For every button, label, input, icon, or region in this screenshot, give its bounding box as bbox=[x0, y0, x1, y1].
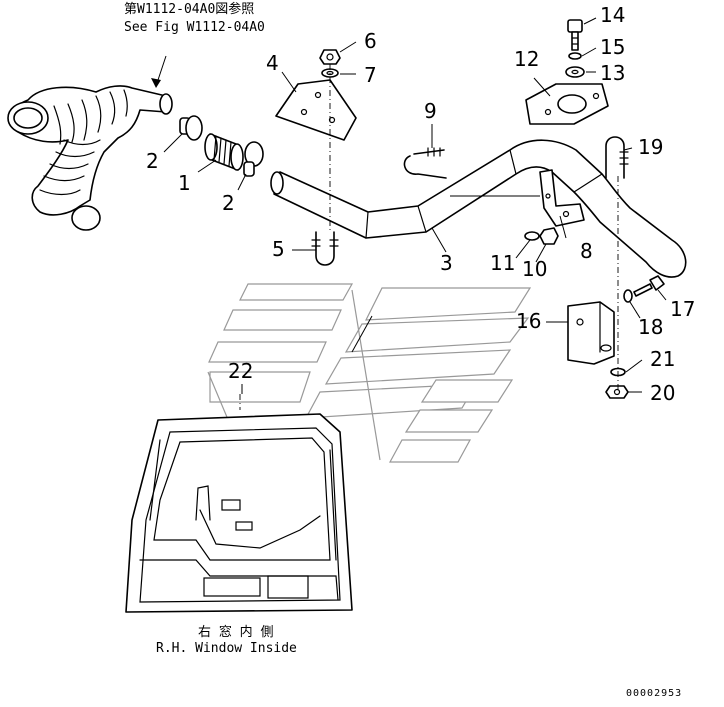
callout-17: 17 bbox=[670, 297, 695, 321]
pipe-part-3 bbox=[270, 139, 687, 278]
nut-part-20 bbox=[605, 385, 629, 399]
bracket-part-16 bbox=[567, 301, 615, 365]
washer-part-15 bbox=[568, 52, 582, 60]
callout-11: 11 bbox=[490, 251, 515, 275]
callout-14: 14 bbox=[600, 3, 625, 27]
callout-6: 6 bbox=[364, 29, 377, 53]
callout-8: 8 bbox=[580, 239, 593, 263]
air-duct-reference bbox=[7, 85, 173, 231]
nut-part-6 bbox=[319, 49, 341, 65]
bracket-part-8 bbox=[539, 169, 585, 227]
callout-22: 22 bbox=[228, 359, 253, 383]
leader-lines bbox=[151, 17, 667, 394]
callout-13: 13 bbox=[600, 61, 625, 85]
callout-16: 16 bbox=[516, 309, 541, 333]
window-frame-part-22 bbox=[125, 394, 353, 613]
callout-19: 19 bbox=[638, 135, 663, 159]
hose-part-1 bbox=[204, 133, 244, 171]
callout-2-upper: 2 bbox=[146, 149, 159, 173]
gasket-plate-part-12 bbox=[525, 83, 609, 125]
bracket-part-4 bbox=[275, 79, 357, 141]
callout-labels: 1 2 2 3 4 5 6 7 8 9 10 11 12 13 14 15 16… bbox=[146, 3, 695, 405]
callout-12: 12 bbox=[514, 47, 539, 71]
callout-4: 4 bbox=[266, 51, 279, 75]
callout-9: 9 bbox=[424, 99, 437, 123]
bolt-part-14 bbox=[567, 19, 583, 51]
u-bolt-part-5 bbox=[311, 231, 339, 266]
callout-15: 15 bbox=[600, 35, 625, 59]
reference-line-1: 第W1112-04A0図参照 bbox=[124, 1, 254, 17]
callout-20: 20 bbox=[650, 381, 675, 405]
callout-5: 5 bbox=[272, 237, 285, 261]
drawing-number: 00002953 bbox=[626, 688, 682, 699]
callout-21: 21 bbox=[650, 347, 675, 371]
clamp-upper bbox=[179, 115, 203, 141]
callout-1: 1 bbox=[178, 171, 191, 195]
u-bolt-part-19 bbox=[605, 136, 629, 179]
washer-part-18 bbox=[623, 289, 633, 303]
washer-part-13 bbox=[565, 66, 585, 78]
nut-part-10 bbox=[539, 227, 559, 245]
window-caption-line-2: R.H. Window Inside bbox=[156, 641, 297, 656]
reference-line-2: See Fig W1112-04A0 bbox=[124, 20, 265, 35]
callout-18: 18 bbox=[638, 315, 663, 339]
background-panels bbox=[207, 283, 532, 463]
window-caption-line-1: 右 窓 内 側 bbox=[198, 624, 273, 640]
callout-2-lower: 2 bbox=[222, 191, 235, 215]
callout-10: 10 bbox=[522, 257, 547, 281]
callout-7: 7 bbox=[364, 63, 377, 87]
callout-3: 3 bbox=[440, 251, 453, 275]
washer-part-11 bbox=[524, 231, 540, 241]
clamp-lower bbox=[243, 141, 264, 177]
bolt-part-17 bbox=[633, 275, 665, 297]
clip-part-9 bbox=[403, 147, 447, 179]
